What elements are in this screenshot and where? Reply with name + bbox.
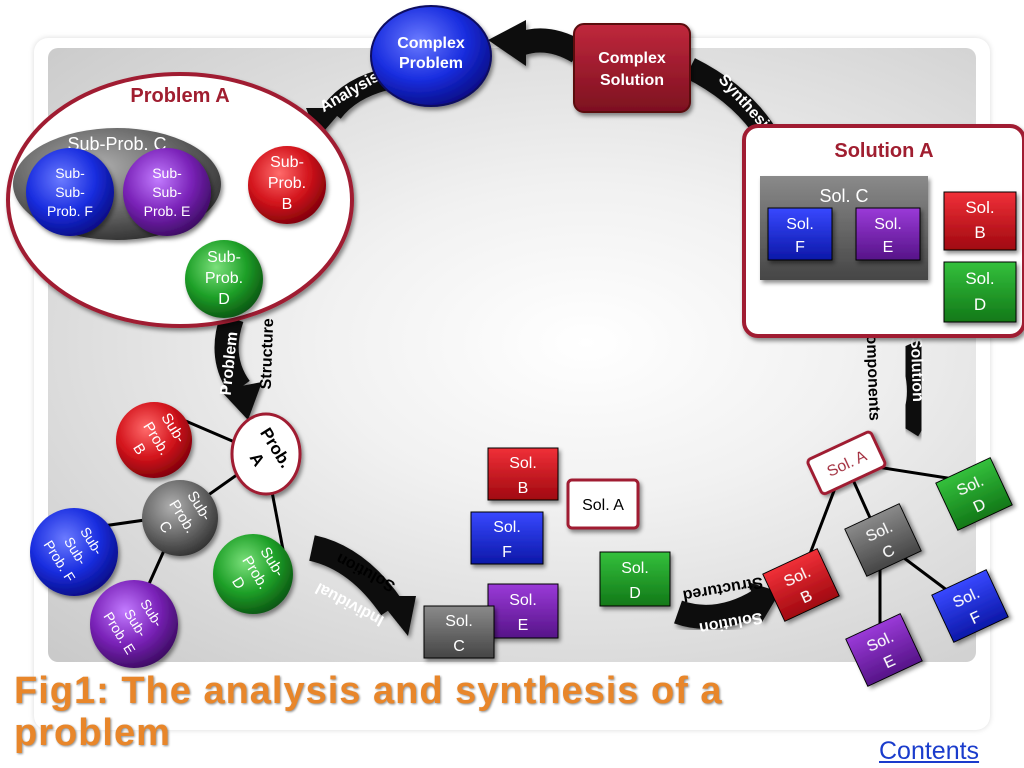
svg-text:Sub-: Sub- bbox=[207, 249, 241, 266]
tree-sol-d-box: Sol. D bbox=[935, 457, 1013, 531]
tree-prob-a-node: Prob. A bbox=[230, 412, 302, 496]
tree-sol-a-box: Sol. A bbox=[806, 430, 887, 496]
individual-solutions: Sol. B Sol. A Sol. F Sol. D Sol. E Sol. … bbox=[423, 447, 671, 659]
problem-a-title: Problem A bbox=[130, 85, 229, 107]
solution-a-group: Solution A Sol. C Sol. F Sol. E Sol. B S… bbox=[742, 124, 1024, 338]
svg-text:Prob. F: Prob. F bbox=[47, 203, 93, 219]
svg-text:D: D bbox=[218, 291, 230, 308]
tree-sub-sub-prob-e-node: Sub- Sub- Prob. E bbox=[90, 580, 178, 668]
svg-text:Sol.: Sol. bbox=[493, 519, 521, 536]
svg-text:Complex: Complex bbox=[598, 50, 666, 67]
sub-prob-d-node: Sub- Prob. D bbox=[185, 240, 263, 318]
complex-arrow bbox=[488, 20, 585, 66]
svg-text:Sol.: Sol. bbox=[965, 198, 994, 217]
problem-tree: Prob. A Sub- Prob. B Sub- Prob. C Sub- bbox=[30, 402, 302, 668]
svg-text:Sub-: Sub- bbox=[152, 184, 182, 200]
svg-text:F: F bbox=[502, 544, 512, 561]
individual-sol-f-box: Sol. F bbox=[470, 511, 544, 565]
svg-text:Problem: Problem bbox=[399, 55, 463, 72]
svg-text:Sub-: Sub- bbox=[55, 184, 85, 200]
svg-text:Sol. A: Sol. A bbox=[582, 497, 624, 514]
solution-tree: Sol. A Sol. D Sol. C Sol. B Sol. F Sol. … bbox=[762, 430, 1013, 687]
svg-text:Prob.: Prob. bbox=[268, 175, 306, 192]
svg-text:F: F bbox=[795, 239, 805, 256]
problem-a-group: Problem A Sub-Prob. C Sub- Sub- Prob. F … bbox=[6, 72, 354, 328]
individual-sol-d-box: Sol. D bbox=[599, 551, 671, 607]
svg-text:B: B bbox=[518, 480, 529, 497]
svg-text:Sub-: Sub- bbox=[152, 165, 182, 181]
tree-sol-b-box: Sol. B bbox=[762, 548, 840, 622]
svg-text:Sub-: Sub- bbox=[55, 165, 85, 181]
individual-sol-e-box: Sol. E bbox=[487, 583, 559, 639]
svg-text:E: E bbox=[518, 617, 529, 634]
individual-solution-arrow bbox=[308, 535, 416, 636]
sol-c-label: Sol. C bbox=[819, 186, 868, 206]
svg-text:D: D bbox=[974, 295, 986, 314]
svg-text:B: B bbox=[974, 223, 985, 242]
solution-components-label-1: Solution bbox=[907, 338, 926, 403]
svg-text:C: C bbox=[453, 638, 465, 655]
svg-text:Sol.: Sol. bbox=[509, 455, 537, 472]
sol-d-box: Sol. D bbox=[943, 261, 1017, 323]
sub-sub-prob-f-node: Sub- Sub- Prob. F bbox=[26, 148, 114, 236]
tree-sol-f-box: Sol. F bbox=[931, 569, 1009, 643]
svg-text:Sol.: Sol. bbox=[965, 269, 994, 288]
svg-text:Sol.: Sol. bbox=[509, 592, 537, 609]
svg-text:Complex: Complex bbox=[397, 35, 465, 52]
svg-text:Sol.: Sol. bbox=[445, 613, 473, 630]
sub-sub-prob-e-node: Sub- Sub- Prob. E bbox=[123, 148, 211, 236]
problem-structure-arrow bbox=[214, 314, 262, 420]
sub-prob-c-label: Sub-Prob. C bbox=[67, 134, 166, 154]
contents-link[interactable]: Contents bbox=[879, 737, 980, 765]
solution-a-title: Solution A bbox=[834, 140, 933, 162]
tree-sol-e-box: Sol. E bbox=[845, 613, 923, 687]
sub-prob-b-node: Sub- Prob. B bbox=[248, 146, 326, 224]
svg-text:Sol.: Sol. bbox=[874, 216, 902, 233]
svg-text:Prob.: Prob. bbox=[205, 270, 243, 287]
sol-e-box: Sol. E bbox=[855, 207, 921, 261]
tree-sub-prob-b-node: Sub- Prob. B bbox=[116, 402, 192, 478]
tree-sub-prob-c-node: Sub- Prob. C bbox=[142, 480, 218, 556]
sol-b-box: Sol. B bbox=[943, 191, 1017, 251]
svg-text:D: D bbox=[629, 585, 641, 602]
tree-sub-prob-d-node: Sub- Prob. D bbox=[213, 534, 293, 614]
solution-components-arrow bbox=[896, 340, 931, 437]
tree-sub-sub-prob-f-node: Sub- Sub- Prob. F bbox=[30, 508, 118, 596]
svg-text:Sol.: Sol. bbox=[621, 560, 649, 577]
svg-text:Solution: Solution bbox=[600, 72, 664, 89]
individual-sol-c-box: Sol. C bbox=[423, 605, 495, 659]
problem-label: Problem bbox=[218, 331, 242, 396]
svg-text:Sub-: Sub- bbox=[270, 154, 304, 171]
individual-sol-a-box: Sol. A bbox=[566, 478, 640, 530]
individual-sol-b-box: Sol. B bbox=[487, 447, 559, 501]
structure-label: Structure bbox=[258, 318, 277, 390]
svg-text:Sol.: Sol. bbox=[786, 216, 814, 233]
sol-f-box: Sol. F bbox=[767, 207, 833, 261]
complex-problem-node: Complex Problem bbox=[370, 5, 492, 107]
svg-text:E: E bbox=[883, 239, 894, 256]
svg-text:Prob. E: Prob. E bbox=[144, 203, 191, 219]
tree-sol-c-box: Sol. C bbox=[844, 503, 922, 577]
complex-solution-node: Complex Solution bbox=[573, 23, 691, 113]
solution-components-label-2: Components bbox=[862, 323, 882, 421]
svg-text:B: B bbox=[282, 196, 293, 213]
figure-caption: Fig1: The analysis and synthesis of a pr… bbox=[14, 670, 723, 754]
